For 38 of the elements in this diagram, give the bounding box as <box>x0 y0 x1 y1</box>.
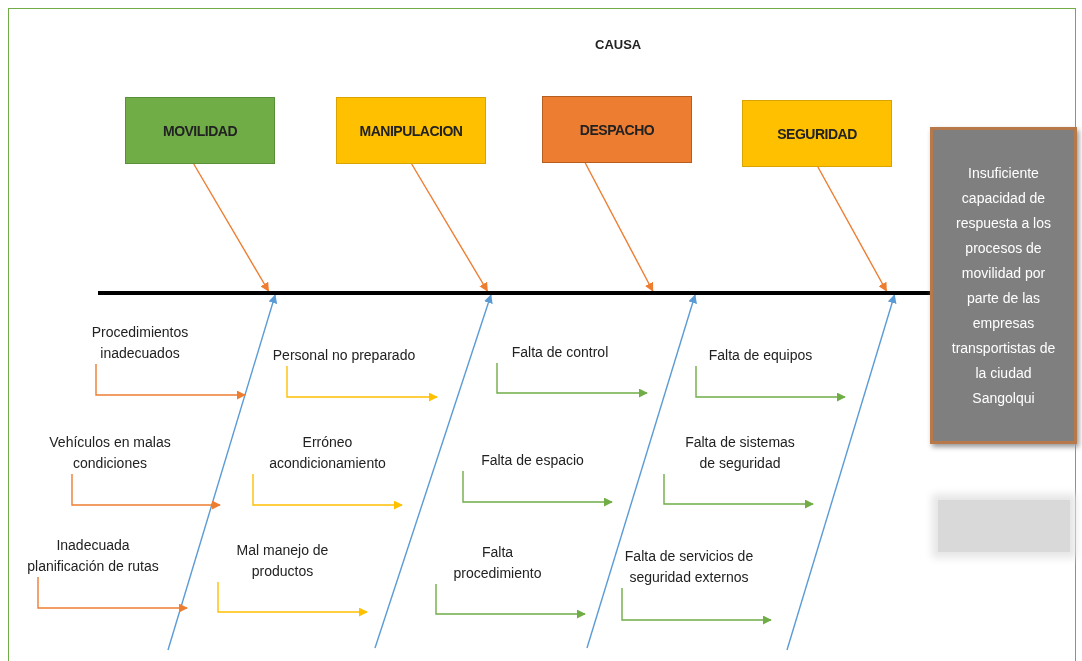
bone-arrow <box>374 294 493 649</box>
title: CAUSA <box>595 37 642 52</box>
category-box: MOVILIDAD <box>125 97 275 164</box>
arrow <box>435 583 586 619</box>
arrow <box>663 473 814 509</box>
cause-text: Falta de control <box>497 342 615 363</box>
cause-text: Personal no preparado <box>268 345 420 366</box>
category-box: DESPACHO <box>542 96 692 163</box>
bone-arrow <box>167 294 278 651</box>
cause-text: Inadecuada planificación de rutas <box>18 535 168 577</box>
arrow <box>695 365 846 402</box>
cause-text: Vehículos en malas condiciones <box>45 432 175 474</box>
arrow <box>462 470 613 507</box>
arrow <box>496 362 648 398</box>
cause-text: Falta de servicios de seguridad externos <box>618 546 760 588</box>
arrow <box>217 581 368 617</box>
arrow <box>37 576 188 613</box>
cause-text: Procedimientos inadecuados <box>85 322 195 364</box>
cause-text: Falta de equipos <box>696 345 818 366</box>
arrow <box>817 166 888 292</box>
cause-text: Falta procedimiento <box>436 542 545 584</box>
arrow <box>71 473 221 510</box>
bone-arrow <box>786 294 897 651</box>
cause-text: Falta de espacio <box>463 450 590 471</box>
category-box: SEGURIDAD <box>742 100 892 167</box>
arrow <box>252 473 403 510</box>
cause-text: Erróneo acondicionamiento <box>253 432 390 474</box>
arrow <box>621 587 772 625</box>
arrow <box>286 365 438 402</box>
bone-arrow <box>586 294 697 649</box>
effect-box: Insuficiente capacidad de respuesta a los procesos de movilidad por parte de las empresas transportistas de la ciudad Sangolqui <box>930 127 1077 444</box>
arrow <box>410 163 489 292</box>
category-box: MANIPULACION <box>336 97 486 164</box>
cause-text: Mal manejo de productos <box>218 540 335 582</box>
cause-text: Falta de sistemas de seguridad <box>664 432 800 474</box>
arrow <box>584 162 654 292</box>
arrow <box>95 363 246 400</box>
arrow <box>193 163 270 292</box>
